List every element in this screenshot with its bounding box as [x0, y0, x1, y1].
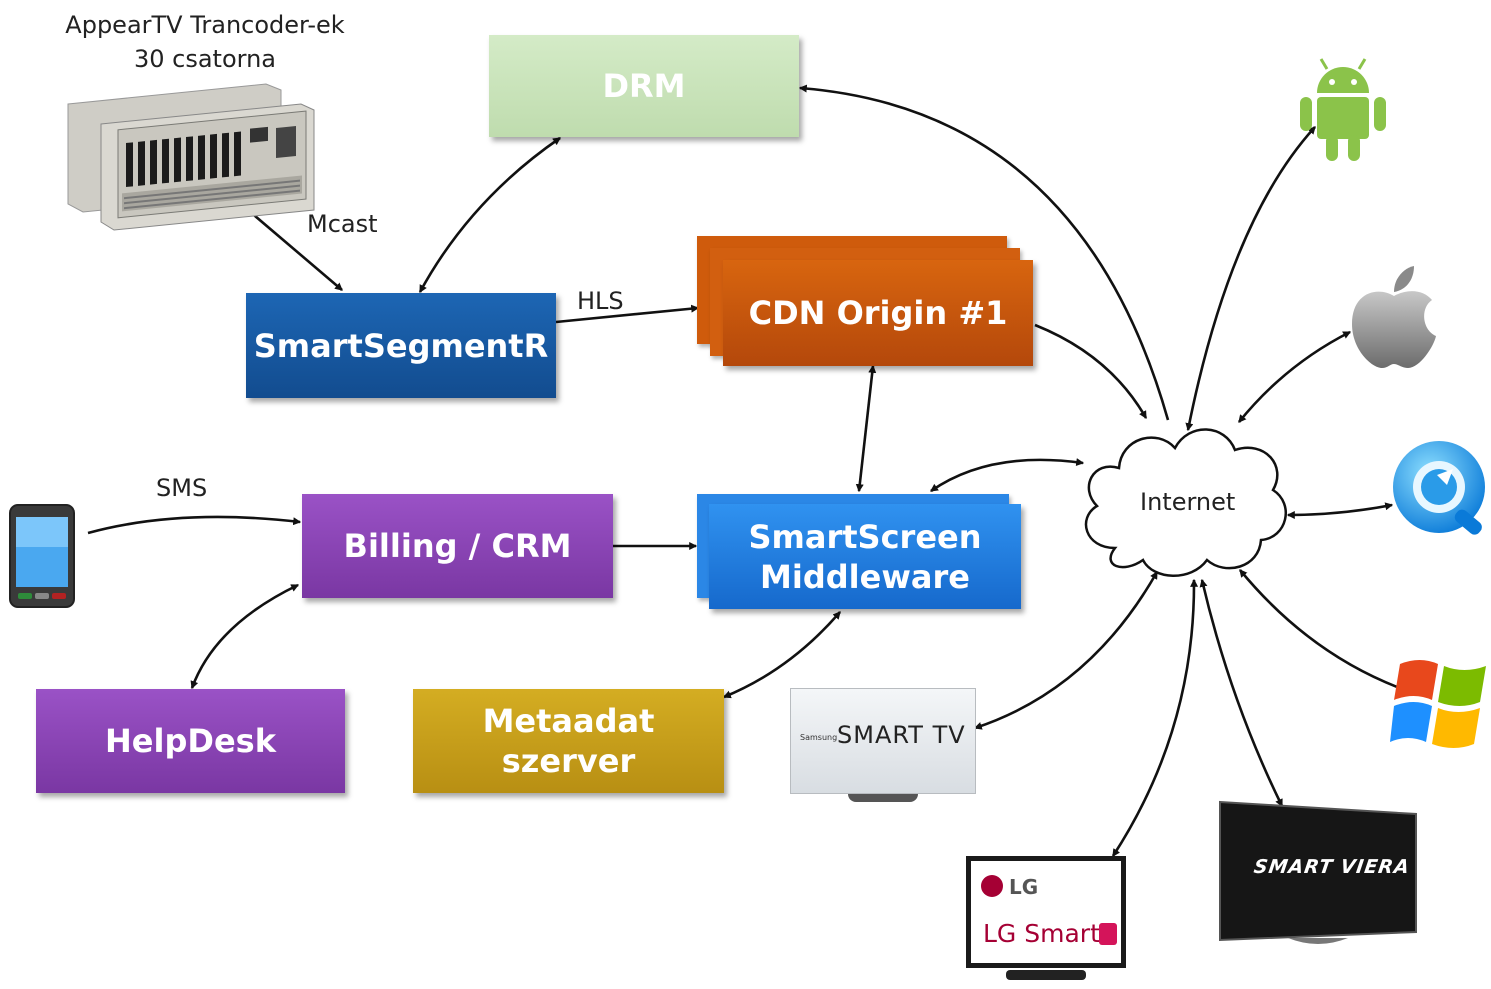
- helpdesk-label: HelpDesk: [105, 722, 276, 760]
- drm-box: DRM: [489, 35, 799, 137]
- arrow-internet-windows: [1238, 569, 1407, 692]
- transcoder-caption: AppearTV Trancoder-ek 30 csatorna: [20, 8, 390, 76]
- apple-icon: [1352, 266, 1436, 368]
- quicktime-icon: [1393, 441, 1485, 535]
- smartphone-icon: [9, 504, 75, 608]
- samsung-smart-tv: Samsung SMART TV: [790, 688, 976, 808]
- internet-label: Internet: [1140, 488, 1236, 516]
- samsung-tv-stand: [848, 794, 918, 802]
- arrow-billing-helpdesk: [190, 583, 300, 690]
- arrow-segmenter-cdn: [555, 304, 700, 324]
- arrow-internet-lg: [1111, 578, 1199, 858]
- billing-label: Billing / CRM: [343, 527, 572, 565]
- viera-logo-text: SMART VIERA: [1252, 856, 1412, 878]
- arrow-internet-middleware: [930, 458, 1085, 493]
- middleware-box: SmartScreen Middleware: [709, 504, 1021, 609]
- drm-label: DRM: [602, 67, 686, 105]
- android-icon: [1300, 58, 1386, 161]
- metadata-box: Metaadat szerver: [413, 689, 724, 793]
- viera-tv-frame: [1219, 800, 1417, 944]
- arrow-phone-billing: [87, 515, 302, 535]
- lg-smart-text: LG Smart: [983, 919, 1100, 948]
- arrow-transcoder-segmenter: [247, 209, 343, 291]
- helpdesk-box: HelpDesk: [36, 689, 345, 793]
- segmenter-label: SmartSegmentR: [253, 326, 549, 365]
- billing-box: Billing / CRM: [302, 494, 613, 598]
- arrow-middleware-metadata: [722, 611, 841, 699]
- lg-tv-stand: [1006, 970, 1086, 980]
- arrow-internet-drm: [798, 84, 1170, 421]
- lg-tv-screen: LG LG Smart: [971, 861, 1121, 963]
- arrow-internet-android: [1185, 126, 1316, 432]
- lg-smart-tv: LG LG Smart: [966, 856, 1132, 986]
- metadata-label: Metaadat szerver: [482, 702, 655, 780]
- samsung-tv-screen: Samsung SMART TV: [790, 688, 976, 794]
- mcast-label: Mcast: [307, 210, 378, 238]
- arrow-internet-apple: [1237, 330, 1352, 423]
- middleware-label-line2: Middleware: [760, 557, 970, 596]
- transcoder-caption-line2: 30 csatorna: [133, 45, 277, 73]
- arrow-internet-quicktime: [1286, 502, 1394, 519]
- windows-icon: [1390, 660, 1486, 748]
- samsung-brand-text: Samsung: [800, 733, 838, 742]
- smart-viera-tv: SMART VIERA: [1218, 800, 1418, 950]
- hls-label: HLS: [577, 287, 624, 315]
- cdn-label: CDN Origin #1: [748, 294, 1008, 332]
- arrow-cdn-middleware: [855, 364, 877, 493]
- transcoder-caption-line1: AppearTV Trancoder-ek: [65, 11, 345, 39]
- lg-tv-badge: [1099, 923, 1117, 945]
- cdn-box: CDN Origin #1: [723, 260, 1033, 366]
- lg-brand-text: LG: [1009, 875, 1039, 899]
- samsung-smart-tv-logo: SMART TV: [837, 721, 966, 749]
- arrow-cdn-internet: [1034, 323, 1148, 420]
- arrow-segmenter-drm: [418, 136, 561, 294]
- segmenter-box: SmartSegmentR: [246, 293, 556, 398]
- lg-tv-frame: LG LG Smart: [966, 856, 1126, 968]
- lg-circle-logo: [981, 875, 1003, 897]
- internet-cloud-icon: [1084, 428, 1288, 577]
- transcoder-rack-image: [67, 83, 315, 231]
- middleware-label-line1: SmartScreen: [748, 517, 982, 556]
- sms-label: SMS: [156, 474, 208, 502]
- arrow-internet-viera: [1199, 578, 1284, 808]
